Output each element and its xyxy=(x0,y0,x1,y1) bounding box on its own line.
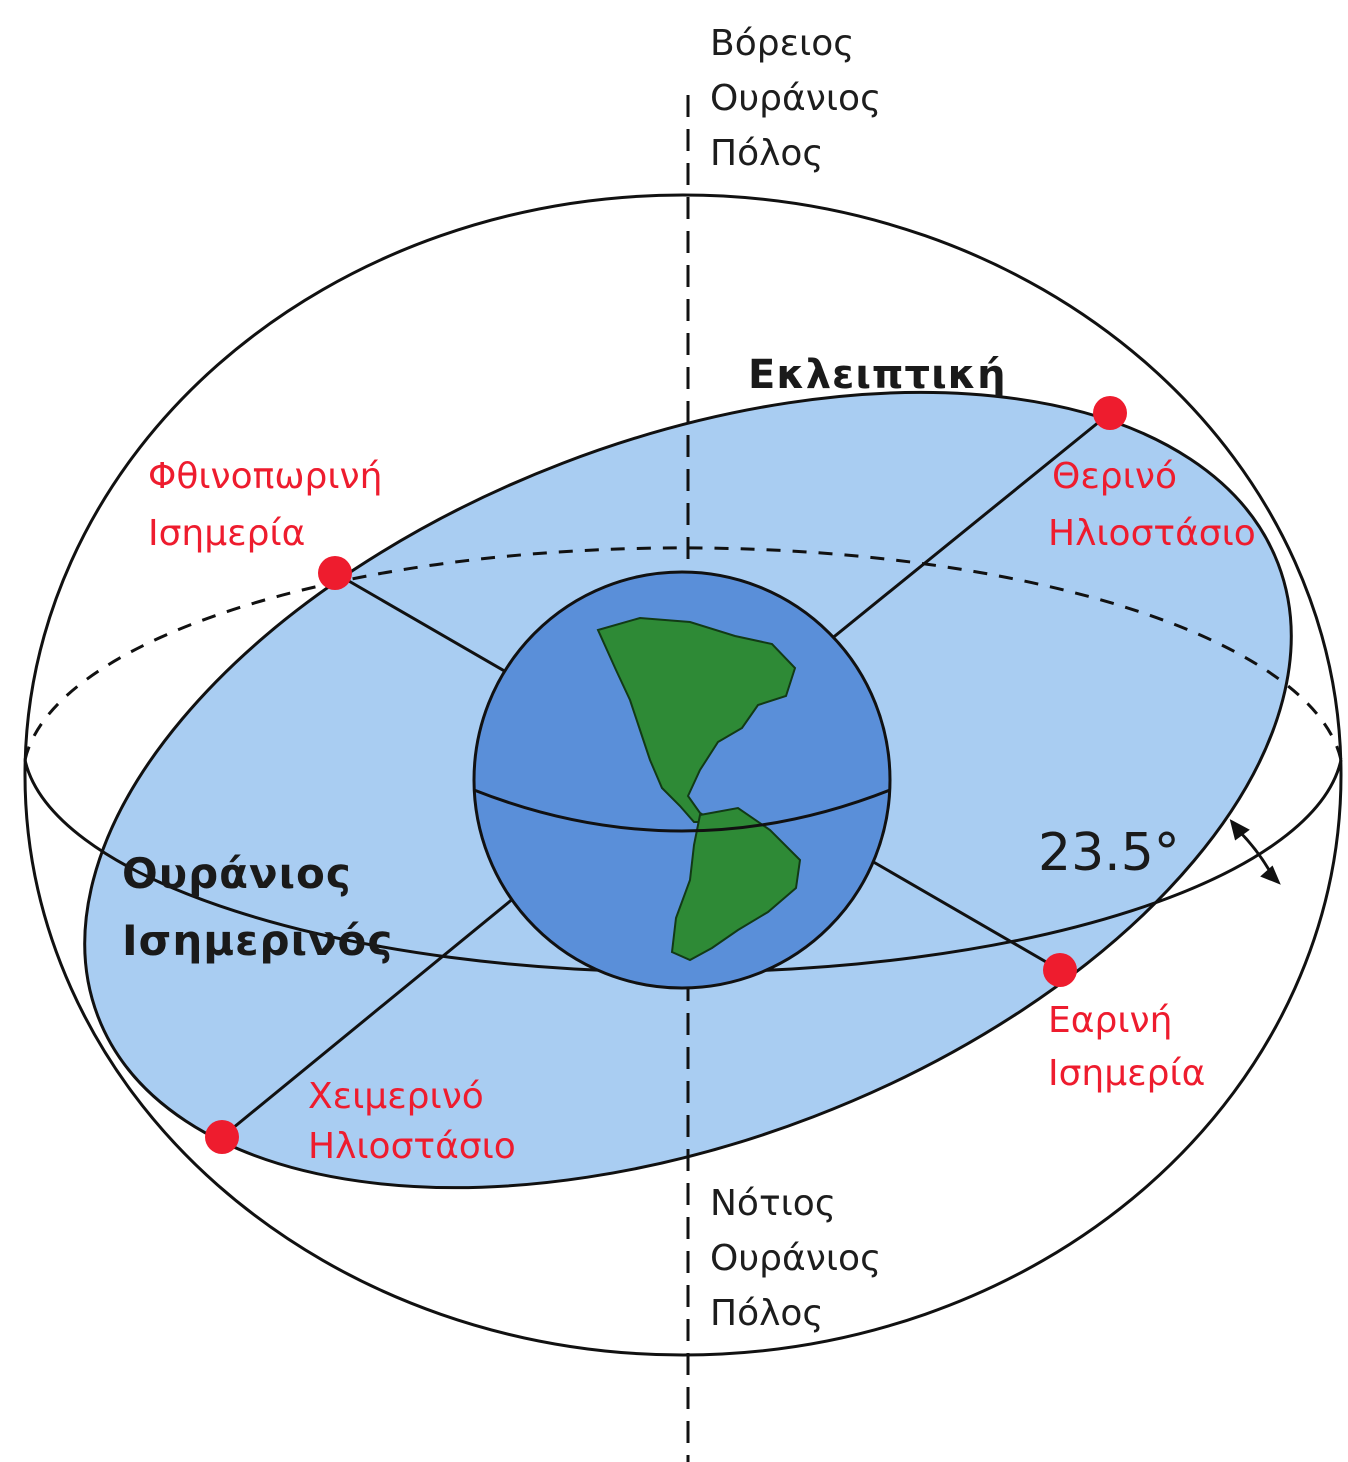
south-america-shape xyxy=(670,806,802,962)
north-pole-label-line1: Βόρειος xyxy=(710,23,854,64)
south-pole-label-line1: Νότιος xyxy=(710,1183,836,1224)
south-pole-label-line2: Ουράνιος xyxy=(710,1238,881,1279)
autumnal-equinox-label-line1: Φθινοπωρινή xyxy=(148,456,382,497)
celestial-equator-label-line1: Ουράνιος xyxy=(122,849,352,898)
winter-solstice-label-line2: Ηλιοστάσιο xyxy=(308,1126,516,1167)
north-pole-label-line3: Πόλος xyxy=(710,133,824,174)
vernal-equinox-label-line1: Εαρινή xyxy=(1048,1000,1172,1041)
earth-globe xyxy=(472,570,892,990)
celestial-equator-label-line2: Ισημερινός xyxy=(122,916,393,965)
earth-equator xyxy=(473,788,891,833)
south-pole-label-line3: Πόλος xyxy=(710,1293,824,1334)
north-pole-label-line2: Ουράνιος xyxy=(710,78,881,119)
summer-solstice-label-line2: Ηλιοστάσιο xyxy=(1048,513,1256,554)
autumnal-equinox-label-line2: Ισημερία xyxy=(148,513,305,554)
celestial-sphere xyxy=(23,193,1343,1357)
summer-solstice-marker xyxy=(1093,396,1127,430)
winter-solstice-label-line1: Χειμερινό xyxy=(308,1076,484,1117)
ecliptic-label: Εκλειπτική xyxy=(748,352,1007,398)
summer-solstice-label-line1: Θερινό xyxy=(1052,456,1177,497)
vernal-equinox-label-line2: Ισημερία xyxy=(1048,1053,1205,1094)
event-markers xyxy=(205,396,1127,1154)
tilt-angle-arrow xyxy=(1229,819,1281,885)
tilt-angle-label: 23.5° xyxy=(1038,823,1180,883)
winter-solstice-marker xyxy=(205,1120,239,1154)
autumnal-equinox-marker xyxy=(318,556,352,590)
vernal-equinox-marker xyxy=(1043,953,1077,987)
connector-lines xyxy=(221,411,1111,1139)
north-america-shape xyxy=(596,616,797,823)
